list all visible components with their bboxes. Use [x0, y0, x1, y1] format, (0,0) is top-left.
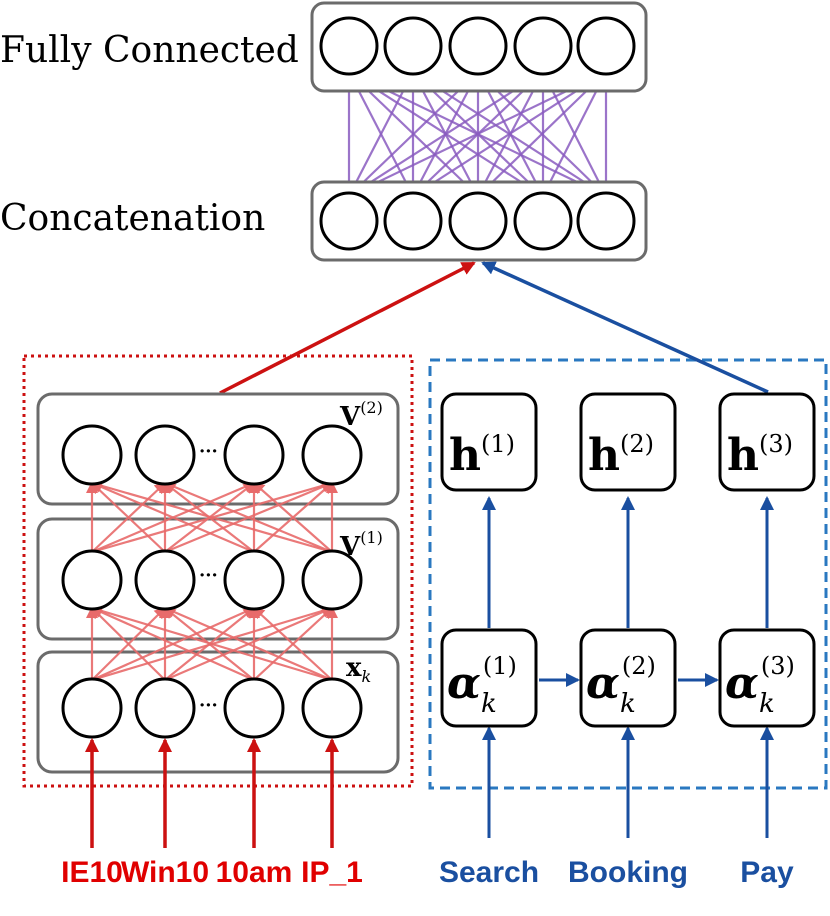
static-node	[301, 549, 363, 611]
sequence-input-label: Booking	[568, 856, 688, 889]
mlp-edge	[90, 606, 166, 681]
static-input-label: Win10	[121, 856, 209, 889]
fc-node	[383, 16, 443, 76]
attention-weight-label: α(3)	[725, 652, 795, 709]
hidden-state-box	[718, 392, 816, 492]
fc-edge	[477, 71, 607, 197]
static-node	[61, 677, 123, 739]
hidden-state-label: h(3)	[727, 430, 793, 481]
attention-weight-sub: k	[481, 689, 497, 719]
concat-node	[513, 191, 573, 251]
mlp-edge	[252, 606, 333, 681]
attention-weight-box	[718, 628, 816, 728]
v2-label: V(2)	[339, 398, 383, 432]
fc-edge	[348, 71, 544, 197]
fc-edge	[542, 71, 607, 197]
static-node	[301, 424, 363, 486]
fully-connected-label: Fully Connected	[0, 30, 299, 71]
sequence-features-group	[428, 358, 828, 790]
static-node	[134, 549, 196, 611]
fc-edge	[412, 71, 607, 197]
hidden-state-box	[579, 392, 677, 492]
mlp-edge	[252, 481, 333, 553]
concatenation-label: Concatenation	[0, 198, 265, 239]
fully-connected-edges	[344, 71, 611, 197]
static-input-label: IE10	[61, 856, 123, 889]
static-node	[223, 549, 285, 611]
attention-weight-box	[440, 628, 538, 728]
fc-node	[576, 16, 636, 76]
fc-edge	[348, 71, 414, 197]
concat-node	[383, 191, 443, 251]
static-node	[134, 677, 196, 739]
fc-node	[448, 16, 508, 76]
attention-weight-box	[579, 628, 677, 728]
concat-node	[319, 191, 379, 251]
static-node	[61, 424, 123, 486]
mlp-edge	[90, 479, 333, 554]
xk-label: xk	[346, 653, 371, 686]
mlp-edge	[163, 481, 333, 554]
sequence-input-label: Search	[439, 856, 539, 889]
static-node	[223, 424, 285, 486]
fc-edge	[348, 71, 479, 197]
static-node	[134, 424, 196, 486]
mlp-edge	[90, 605, 333, 682]
sequence-input-label: Pay	[740, 856, 794, 889]
v1-label: V(1)	[339, 528, 383, 562]
ellipsis-v1: ···	[199, 565, 218, 586]
hidden-state-box	[440, 392, 538, 492]
mlp-edge	[90, 481, 166, 553]
attention-weight-label: α(2)	[586, 652, 656, 709]
ellipsis-xk: ···	[199, 695, 218, 716]
fc-edge	[348, 71, 607, 197]
mlp-edge	[163, 606, 333, 682]
static-node	[301, 677, 363, 739]
sequence-to-concat-arrow	[481, 261, 769, 394]
static-node	[61, 549, 123, 611]
static-input-label: 10am	[216, 856, 293, 889]
static-features-group	[22, 354, 414, 788]
static-mlp-edges	[86, 479, 338, 682]
attention-weight-sub: k	[759, 689, 775, 719]
concat-node	[576, 191, 636, 251]
hidden-state-label: h(2)	[588, 430, 654, 481]
static-to-concat-arrow	[219, 261, 476, 395]
ellipsis-v2: ···	[199, 441, 218, 462]
fc-node	[513, 16, 573, 76]
mlp-edge	[90, 481, 255, 554]
fc-node	[319, 16, 379, 76]
static-input-label: IP_1	[301, 856, 363, 889]
attention-weight-label: α(1)	[447, 652, 517, 709]
attention-weight-sub: k	[620, 689, 636, 719]
concat-node	[448, 191, 508, 251]
hidden-state-label: h(1)	[449, 430, 515, 481]
static-node	[223, 677, 285, 739]
mlp-edge	[90, 606, 255, 682]
